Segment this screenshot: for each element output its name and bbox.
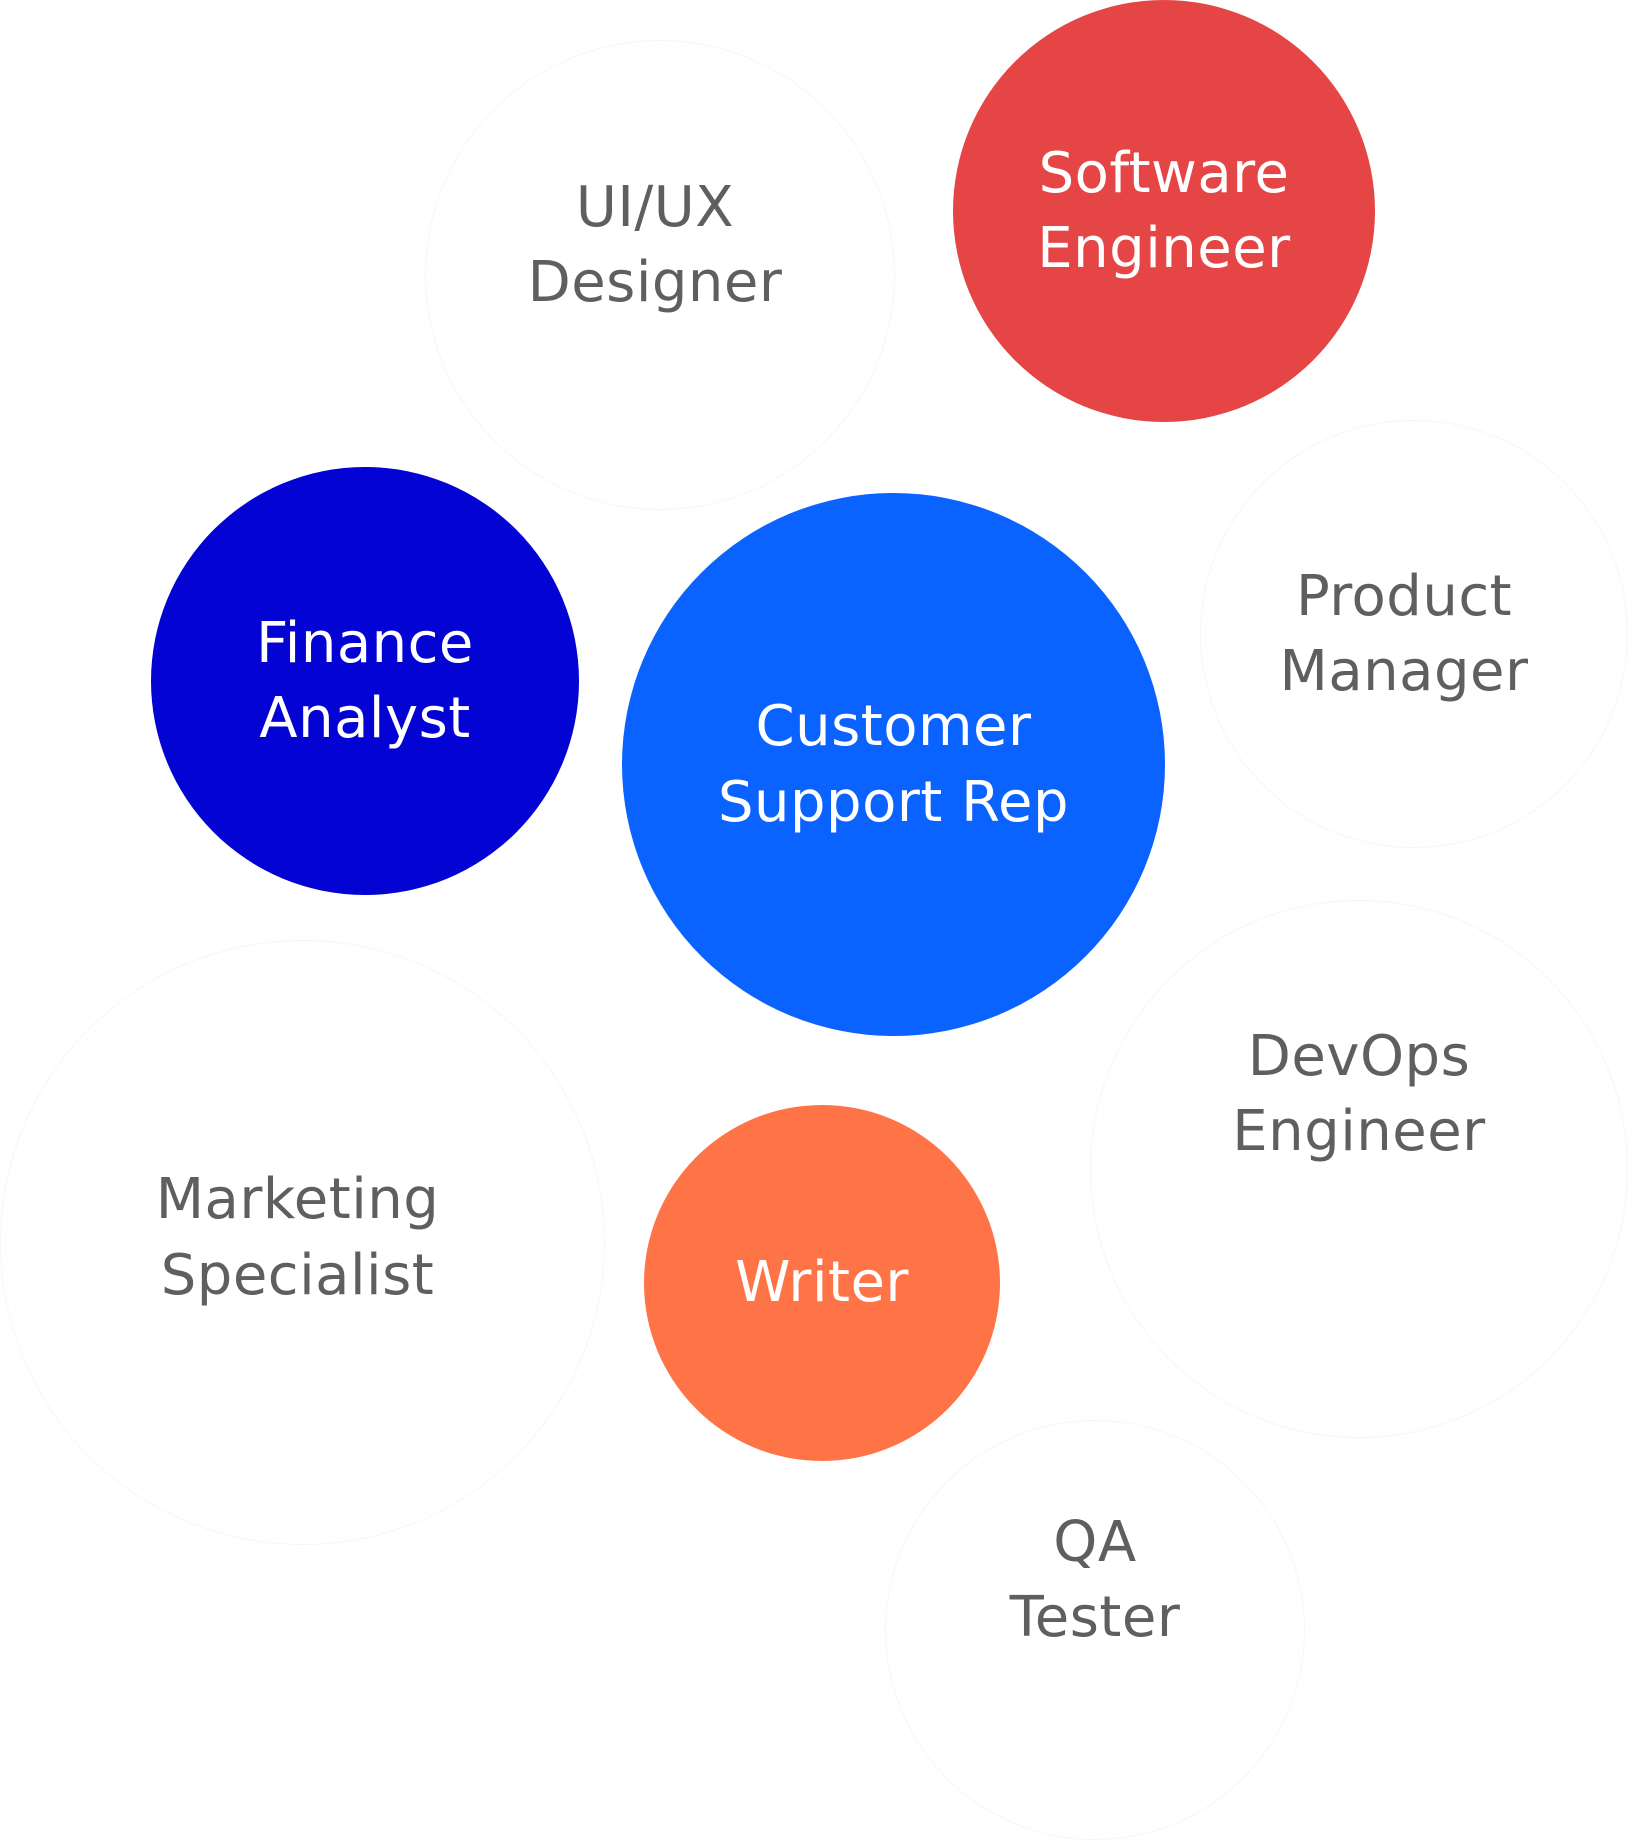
bubble-label: Marketing Specialist [156,1162,440,1312]
bubble-label-line: Support Rep [717,769,1070,835]
bubble-devops-engineer: DevOps Engineer [1090,900,1628,1438]
bubble-label-line: Specialist [160,1242,435,1308]
bubble-label: Writer [735,1245,909,1320]
bubble-label-line: Tester [1009,1585,1181,1650]
bubble-marketing-specialist: Marketing Specialist [0,940,605,1545]
bubble-label-line: UI/UX [575,174,735,240]
bubble-label: UI/UX Designer [528,170,783,320]
bubble-label: Finance Analyst [256,606,474,756]
bubble-qa-tester: QA Tester [885,1420,1305,1840]
bubble-label-line: Customer [755,694,1032,760]
bubble-software-engineer: Software Engineer [953,0,1375,422]
bubble-label: DevOps Engineer [1232,1019,1485,1169]
bubble-label-line: Software [1038,140,1290,206]
bubble-ui-ux-designer: UI/UX Designer [425,40,895,510]
bubble-label-line: Manager [1279,639,1529,704]
bubble-customer-support-rep: Customer Support Rep [622,493,1165,1036]
bubble-label-line: DevOps [1247,1023,1471,1089]
bubble-label: QA Tester [1010,1505,1181,1655]
bubble-label-line: QA [1053,1509,1137,1575]
bubble-label-line: Designer [527,250,783,315]
bubble-label-line: Finance [256,610,474,676]
bubble-label-line: Engineer [1232,1099,1486,1164]
bubble-label-line: Engineer [1037,216,1291,281]
bubble-label: Product Manager [1280,559,1529,709]
bubble-finance-analyst: Finance Analyst [151,467,579,895]
bubble-label-line: Marketing [155,1167,440,1233]
bubble-label-line: Writer [735,1250,909,1316]
bubble-label: Software Engineer [1037,136,1290,286]
bubble-label: Customer Support Rep [718,689,1069,839]
bubble-label-line: Product [1295,563,1513,629]
bubble-label-line: Analyst [259,686,471,751]
bubble-writer: Writer [644,1105,1000,1461]
bubble-product-manager: Product Manager [1200,420,1628,848]
